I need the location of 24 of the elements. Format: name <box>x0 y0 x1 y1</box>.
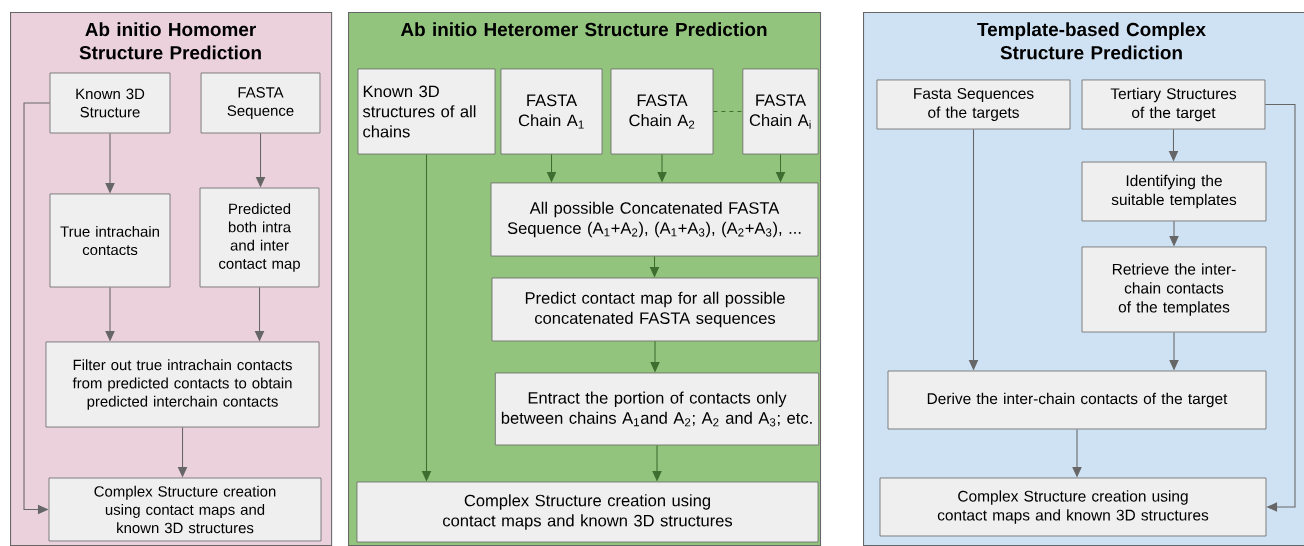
arrow <box>1264 103 1296 512</box>
panel-title: Ab initio Heteromer Structure Prediction <box>400 22 767 37</box>
process-box: Identifying the suitable templates <box>1081 161 1267 222</box>
process-box: FASTA Chain A$_{1}$ <box>500 68 603 155</box>
panel-title: Ab initio Homomer Structure Prediction <box>79 22 261 60</box>
process-box: Known 3D Structure <box>49 72 171 134</box>
panel-title: Template-based Complex Structure Prediction <box>977 22 1206 60</box>
process-box: Fasta Sequences of the targets <box>876 79 1071 130</box>
process-box: Tertiary Structures of the target <box>1081 79 1266 130</box>
process-box: Known 3D structures of all chains <box>357 68 496 155</box>
process-box: Complex Structure creation using contact maps and known 3D structures <box>48 477 322 542</box>
process-box: Predict contact map for all possible concatenated FASTA sequences <box>491 277 819 342</box>
process-box: Predicted both intra and inter contact map <box>199 187 320 288</box>
process-box: Derive the inter-chain contacts of the target <box>887 370 1267 430</box>
process-box: All possible Concatenated FASTA Sequence (A$_{1}$+A$_{2}$), (A$_{1}$+A$_{3}$), (A$_{2}$+A$_{3}$), ... <box>490 182 819 257</box>
process-box: True intrachain contacts <box>49 193 171 288</box>
process-box: Retrieve the inter-chain contacts of the templates <box>1081 246 1267 333</box>
process-box: Entract the portion of contacts only between chains A$_{1}$and A$_{2}$; A$_{2}$ and A$_{3}$; etc. <box>494 372 820 446</box>
process-box: Filter out true intrachain contacts from predicted contacts to obtain predicted interchain contacts <box>45 341 320 428</box>
process-box: FASTA Chain A$_{i}$ <box>742 68 819 155</box>
process-box: FASTA Sequence <box>200 72 321 134</box>
process-box: FASTA Chain A$_{2}$ <box>610 68 714 155</box>
process-box: Complex Structure creation using contact maps and known 3D structures <box>879 477 1267 537</box>
process-box: Complex Structure creation using contact maps and known 3D structures <box>356 481 819 543</box>
